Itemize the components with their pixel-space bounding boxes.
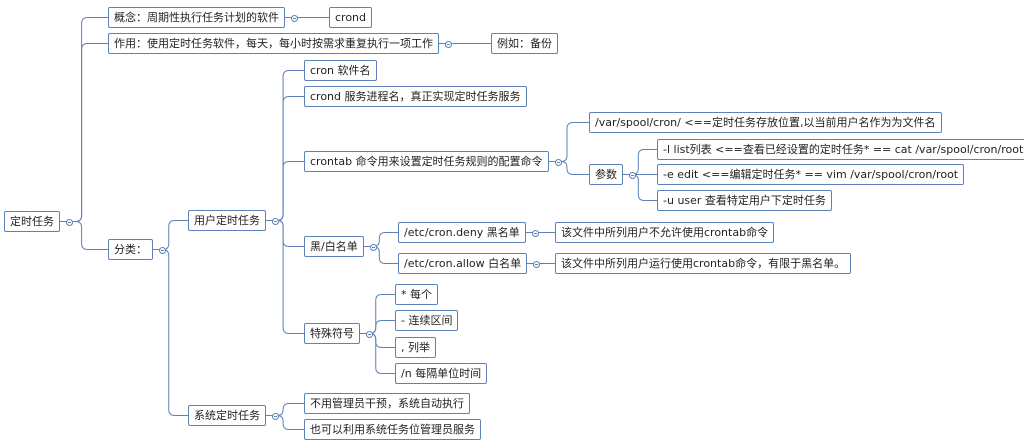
connector-user-tasks-crond-service	[266, 96, 304, 221]
connector-root-category	[60, 221, 108, 250]
connector-special-symbols-symbol-step	[360, 333, 395, 374]
collapse-toggle-icon[interactable]	[366, 330, 373, 338]
node-symbol-every[interactable]: * 每个	[395, 284, 438, 305]
connector-params-param-user	[623, 174, 657, 201]
connector-user-tasks-special-symbols	[266, 220, 304, 334]
node-symbol-step[interactable]: /n 每隔单位时间	[395, 363, 488, 384]
collapse-toggle-icon[interactable]	[272, 412, 279, 420]
node-special-symbols[interactable]: 特殊符号	[304, 323, 360, 344]
node-params[interactable]: 参数	[589, 164, 623, 185]
collapse-toggle-icon[interactable]	[555, 158, 562, 166]
node-backup-example[interactable]: 例如：备份	[491, 33, 558, 54]
connector-system-tasks-system-usage	[266, 415, 304, 430]
node-param-edit[interactable]: -e edit <==编辑定时任务* == vim /var/spool/cro…	[657, 164, 965, 185]
node-crond-service[interactable]: crond 服务进程名，真正实现定时任务服务	[304, 86, 527, 107]
node-system-usage[interactable]: 也可以利用系统任务位管理员服务	[304, 419, 481, 440]
node-symbol-range[interactable]: - 连续区间	[395, 310, 459, 331]
connector-crontab-command-params	[549, 161, 589, 175]
node-param-list[interactable]: -l list列表 <==查看已经设置的定时任务* == cat /var/sp…	[657, 139, 1024, 160]
connector-crontab-command-spool-location	[549, 122, 589, 162]
node-system-tasks[interactable]: 系统定时任务	[188, 405, 266, 426]
connector-root-concept	[60, 17, 108, 222]
connector-user-tasks-crontab-command	[266, 161, 304, 221]
connector-category-user-tasks	[153, 220, 188, 250]
collapse-toggle-icon[interactable]	[629, 171, 636, 179]
node-user-tasks[interactable]: 用户定时任务	[188, 210, 266, 231]
node-spool-location[interactable]: /var/spool/cron/ <==定时任务存放位置,以当前用户名作为为文件…	[589, 112, 942, 133]
collapse-toggle-icon[interactable]	[533, 260, 540, 268]
node-cron-software[interactable]: cron 软件名	[304, 60, 377, 81]
collapse-toggle-icon[interactable]	[66, 218, 73, 226]
node-crond[interactable]: crond	[329, 7, 373, 28]
node-cron-allow-note[interactable]: 该文件中所列用户运行使用crontab命令，有限于黑名单。	[555, 253, 852, 274]
connector-black-white-list-cron-allow	[364, 246, 398, 264]
node-param-user[interactable]: -u user 查看特定用户下定时任务	[657, 190, 832, 211]
node-purpose[interactable]: 作用：使用定时任务软件，每天，每小时按需求重复执行一项工作	[108, 33, 439, 54]
connector-category-system-tasks	[153, 249, 188, 416]
collapse-toggle-icon[interactable]	[370, 243, 377, 251]
connector-params-param-list	[623, 149, 657, 175]
collapse-toggle-icon[interactable]	[272, 217, 279, 225]
connector-user-tasks-black-white-list	[266, 220, 304, 247]
node-symbol-list[interactable]: , 列举	[395, 337, 436, 358]
collapse-toggle-icon[interactable]	[159, 246, 166, 254]
node-cron-deny-note[interactable]: 该文件中所列用户不允许使用crontab命令	[555, 222, 775, 243]
collapse-toggle-icon[interactable]	[291, 14, 298, 22]
connector-special-symbols-symbol-every	[360, 294, 395, 334]
node-crontab-command[interactable]: crontab 命令用来设置定时任务规则的配置命令	[304, 151, 549, 172]
node-category[interactable]: 分类：	[108, 239, 153, 260]
connector-system-tasks-system-auto	[266, 403, 304, 416]
collapse-toggle-icon[interactable]	[445, 40, 452, 48]
connector-black-white-list-cron-deny	[364, 232, 398, 247]
connector-root-purpose	[60, 43, 108, 222]
connector-user-tasks-cron-software	[266, 70, 304, 221]
node-root[interactable]: 定时任务	[4, 211, 60, 232]
node-system-auto[interactable]: 不用管理员干预，系统自动执行	[304, 393, 470, 414]
node-cron-allow[interactable]: /etc/cron.allow 白名单	[398, 253, 528, 274]
collapse-toggle-icon[interactable]	[532, 229, 539, 237]
connector-special-symbols-symbol-range	[360, 320, 395, 334]
node-black-white-list[interactable]: 黑/白名单	[304, 236, 364, 257]
node-cron-deny[interactable]: /etc/cron.deny 黑名单	[398, 222, 526, 243]
node-concept[interactable]: 概念：周期性执行任务计划的软件	[108, 7, 285, 28]
